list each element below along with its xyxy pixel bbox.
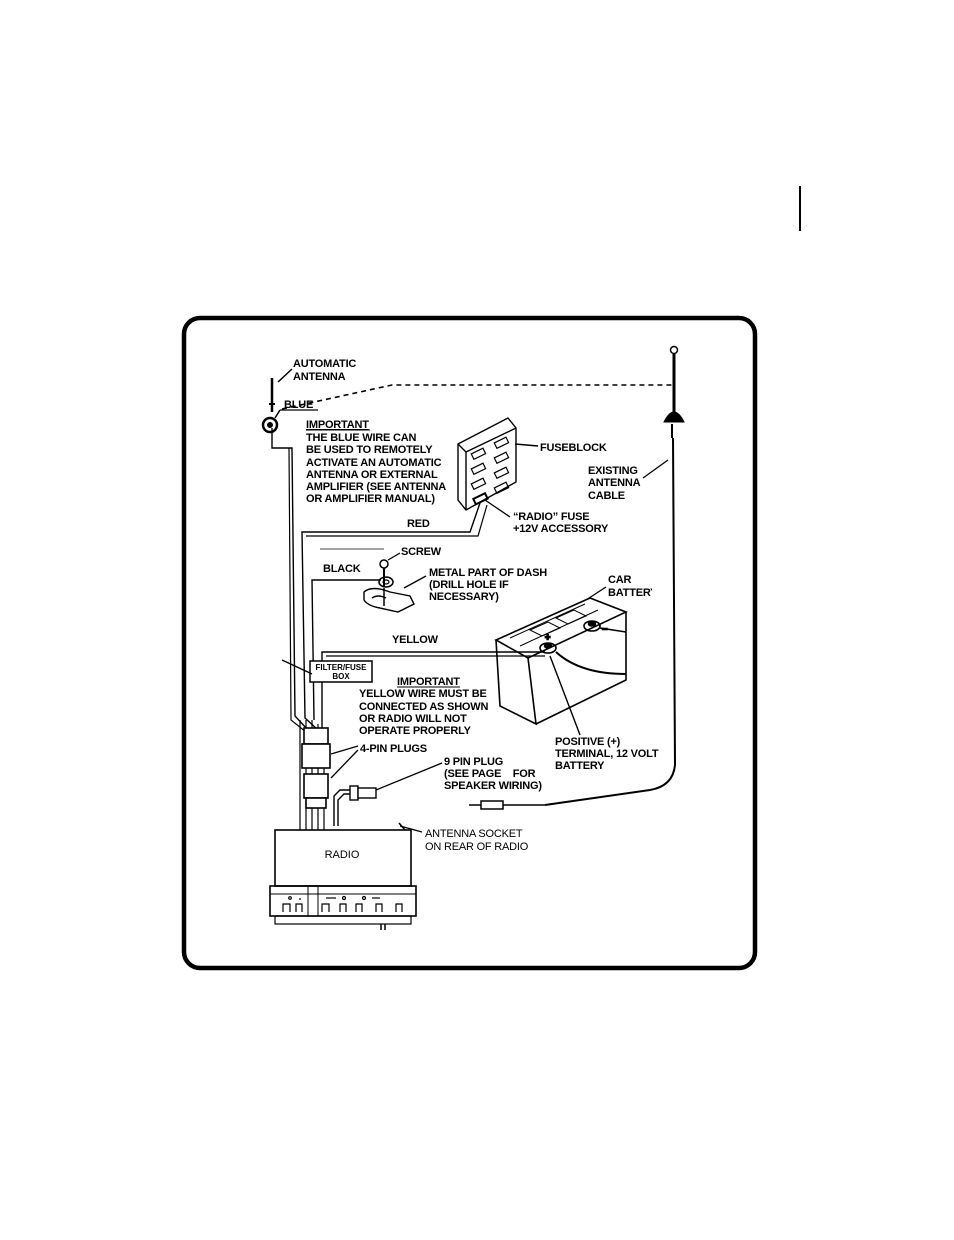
four-pin-plugs-leader-2 (330, 749, 359, 779)
nine-pin-plug-icon (333, 785, 377, 826)
existing-antenna-cable-label-3: CABLE (588, 490, 625, 502)
battery-cable-1 (599, 627, 627, 633)
four-pin-plugs-label: 4-PIN PLUGS (360, 743, 427, 755)
screw-icon (378, 559, 394, 588)
car-battery-icon: + − (494, 597, 629, 726)
filter-fuse-box-label-2: BOX (332, 672, 350, 681)
antenna-socket-label-2: ON REAR OF RADIO (425, 841, 529, 853)
automatic-antenna-label-1: AUTOMATIC (293, 358, 356, 370)
nine-pin-plug-label-1: 9 PIN PLUG (444, 756, 503, 768)
car-battery-label-2: BATTERY (608, 587, 658, 599)
metal-dash-label-1: METAL PART OF DASH (429, 567, 547, 579)
blue-wire-label: BLUE (284, 399, 313, 411)
fuseblock-icon (457, 417, 517, 511)
radio-fuse-leader (484, 499, 511, 518)
existing-antenna-cable-leader (642, 459, 669, 479)
four-pin-plugs-leader-1 (330, 745, 359, 755)
yellow-wire-label: YELLOW (392, 634, 439, 646)
red-wire (301, 502, 481, 731)
positive-terminal-leader (549, 655, 581, 736)
blue-note-line-1: THE BLUE WIRE CAN (306, 432, 417, 444)
blue-note-line-6: OR AMPLIFIER MANUAL) (306, 493, 435, 505)
fuseblock-label: FUSEBLOCK (540, 442, 607, 454)
antenna-socket-label-1: ANTENNA SOCKET (425, 828, 523, 840)
blue-wire (271, 428, 309, 731)
radio-unit-icon (269, 822, 417, 930)
yellow-note-line-4: OPERATE PROPERLY (359, 725, 472, 737)
antenna-plug-icon (469, 800, 545, 810)
frame-clip-mask (652, 586, 660, 600)
nine-pin-plug-label-3: SPEAKER WIRING) (444, 780, 542, 792)
filter-fuse-box-label-1: FILTER/FUSE (316, 663, 368, 672)
yellow-wire (321, 651, 545, 728)
existing-antenna-cable (544, 437, 677, 806)
metal-dash-leader (403, 575, 427, 589)
car-battery-leader (585, 586, 607, 601)
blue-note-line-5: AMPLIFIER (SEE ANTENNA (306, 481, 446, 493)
existing-antenna-cable-label-1: EXISTING (588, 465, 638, 477)
radio-label: RADIO (325, 849, 360, 861)
blue-note-line-4: ANTENNA OR EXTERNAL (306, 469, 438, 481)
filter-fuse-box (309, 660, 373, 683)
car-battery-label-1: CAR (608, 574, 631, 586)
four-pin-plug-icon (301, 727, 331, 809)
important-heading-1: IMPORTANT (306, 419, 369, 431)
blue-note-line-2: BE USED TO REMOTELY (306, 444, 433, 456)
existing-antenna-cable-label-2: ANTENNA (588, 477, 641, 489)
radio-fuse-label-1: “RADIO” FUSE (513, 511, 589, 523)
nine-pin-plug-label-2: (SEE PAGE FOR (444, 768, 536, 780)
important-heading-2: IMPORTANT (397, 676, 460, 688)
screw-leader (387, 552, 401, 561)
positive-terminal-label-3: BATTERY (555, 760, 605, 772)
screw-label: SCREW (401, 546, 442, 558)
filter-fuse-box-leader (281, 659, 313, 675)
diagram-frame (181, 315, 758, 971)
battery-cable-2 (555, 651, 627, 675)
blue-wire-2 (288, 447, 307, 733)
fuseblock-leader (514, 443, 539, 447)
automatic-antenna-icon (261, 378, 281, 434)
nine-pin-plug-leader (375, 762, 443, 791)
red-wire-label: RED (407, 518, 430, 530)
automatic-antenna-leader (277, 368, 293, 383)
positive-terminal-label-1: POSITIVE (+) (555, 736, 621, 748)
black-wire-label: BLACK (323, 563, 361, 575)
positive-terminal-label-2: TERMINAL, 12 VOLT (555, 748, 659, 760)
metal-dash-icon (363, 587, 415, 613)
yellow-note-line-2: CONNECTED AS SHOWN (359, 701, 488, 713)
antenna-socket-leader (399, 825, 423, 833)
svg-text:+: + (545, 632, 550, 642)
radio-fuse-label-2: +12V ACCESSORY (513, 523, 609, 535)
car-antenna-icon (663, 345, 685, 438)
red-wire-2 (306, 504, 488, 537)
remote-link-dashed-line (281, 384, 672, 410)
metal-dash-label-2: (DRILL HOLE IF (429, 579, 509, 591)
automatic-antenna-label-2: ANTENNA (293, 371, 346, 383)
yellow-note-line-3: OR RADIO WILL NOT (359, 713, 467, 725)
yellow-note-line-1: YELLOW WIRE MUST BE (359, 688, 487, 700)
blue-note-line-3: ACTIVATE AN AUTOMATIC (306, 457, 442, 469)
metal-dash-label-3: NECESSARY) (429, 591, 499, 603)
